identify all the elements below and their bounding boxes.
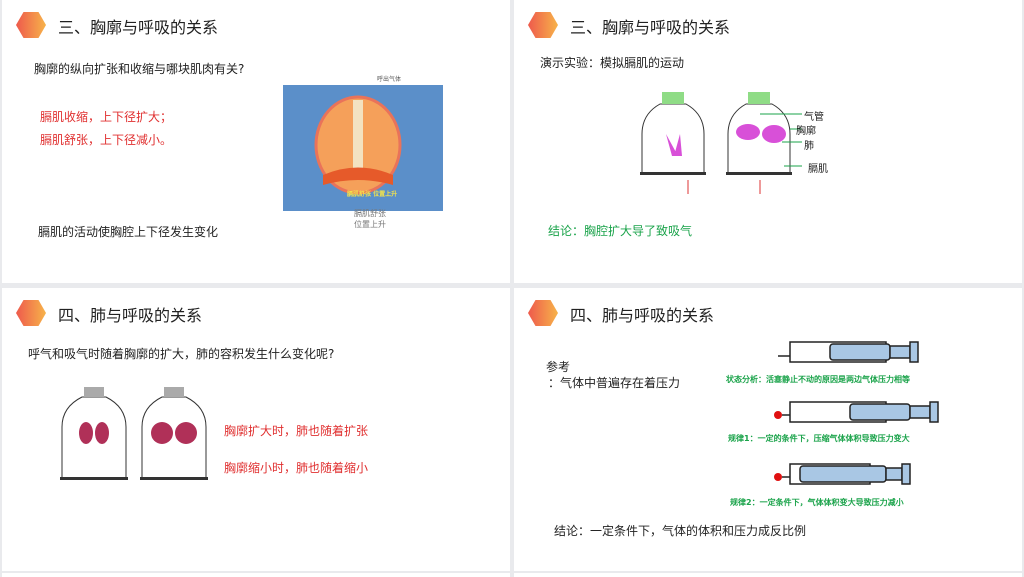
- point-text: 胸廓缩小时，肺也随着缩小: [224, 461, 369, 475]
- reference-text: ：气体中普遍存在着压力: [548, 376, 681, 390]
- label-diaphragm: 膈肌: [808, 164, 828, 175]
- subtitle-text: 演示实验：模拟膈肌的运动: [540, 56, 685, 70]
- caption-rule-2: 规律2：一定条件下，气体体积变大导致压力减小: [730, 498, 904, 507]
- slide-4-thumbnail[interactable]: 四、肺与呼吸的关系 参考 ：气体中普遍存在着压力 状态分析：活塞静止不动的原因是…: [514, 288, 1022, 571]
- reference-label: 参考: [546, 360, 571, 374]
- point-text: 膈肌舒张，上下径减小。: [40, 133, 173, 147]
- lung-model-diagram: [60, 387, 208, 480]
- hexagon-logo-icon: [16, 300, 46, 326]
- summary-text: 膈肌的活动使胸腔上下径发生变化: [38, 225, 219, 239]
- question-text: 胸廓的纵向扩张和收缩与哪块肌肉有关?: [34, 62, 245, 76]
- label-lung: 肺: [804, 141, 814, 152]
- slide-1-thumbnail[interactable]: 三、胸廓与呼吸的关系 胸廓的纵向扩张和收缩与哪块肌肉有关? 膈肌收缩，上下径扩大…: [2, 0, 510, 283]
- slide-title: 四、肺与呼吸的关系: [570, 306, 715, 325]
- slide-title: 三、胸廓与呼吸的关系: [570, 18, 731, 37]
- label-thorax: 胸廓: [796, 126, 816, 137]
- bell-jar-diagram: [640, 92, 802, 194]
- hexagon-logo-icon: [528, 12, 558, 38]
- syringe-diagrams: [774, 341, 939, 485]
- slide-2-thumbnail[interactable]: 三、胸廓与呼吸的关系 演示实验：模拟膈肌的运动 气管 胸廓 肺 膈肌 结论：胸腔…: [514, 0, 1022, 283]
- image-label: 呼出气体: [377, 76, 402, 83]
- caption-state: 状态分析：活塞静止不动的原因是两边气体压力相等: [726, 375, 910, 384]
- hexagon-logo-icon: [528, 300, 558, 326]
- conclusion-text: 结论：一定条件下，气体的体积和压力成反比例: [554, 524, 807, 538]
- slide-title: 四、肺与呼吸的关系: [58, 306, 203, 325]
- slide-6-thumbnail-edge[interactable]: [514, 573, 1022, 577]
- point-text: 膈肌收缩，上下径扩大；: [40, 110, 173, 124]
- label-trachea: 气管: [804, 112, 824, 123]
- slide-3-thumbnail[interactable]: 四、肺与呼吸的关系 呼气和吸气时随着胸廓的扩大，肺的容积发生什么变化呢? 胸廓扩…: [2, 288, 510, 571]
- caption-rule-1: 规律1：一定的条件下，压缩气体体积导致压力变大: [728, 434, 910, 443]
- conclusion-text: 结论：胸腔扩大导了致吸气: [548, 224, 693, 238]
- point-text: 胸廓扩大时，肺也随着扩张: [224, 424, 369, 438]
- hexagon-logo-icon: [16, 12, 46, 38]
- slide-5-thumbnail-edge[interactable]: [2, 573, 510, 577]
- slide-title: 三、胸廓与呼吸的关系: [58, 18, 219, 37]
- question-text: 呼气和吸气时随着胸廓的扩大，肺的容积发生什么变化呢?: [28, 347, 335, 361]
- ribcage-image: 膈肌舒张 位置上升: [283, 85, 443, 211]
